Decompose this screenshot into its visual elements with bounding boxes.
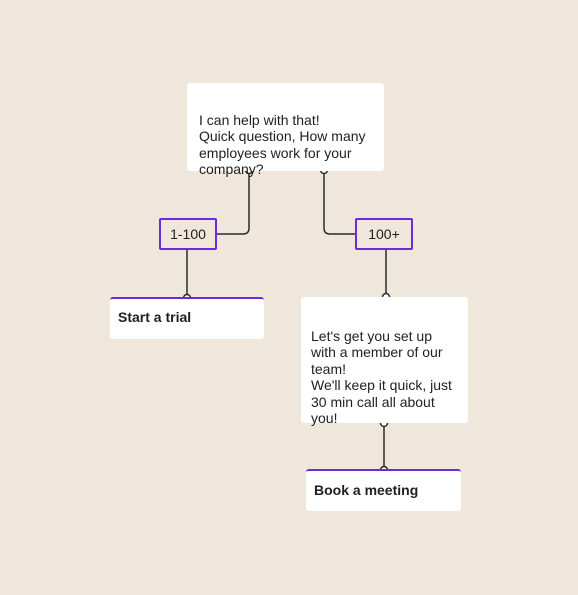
start-trial-action-card[interactable]: Start a trial xyxy=(110,297,264,339)
connector-question-to-100-plus xyxy=(323,170,355,235)
sales-message-text: Let's get you set up with a member of ou… xyxy=(311,327,452,427)
option-100-plus-button[interactable]: 100+ xyxy=(355,218,413,250)
option-1-100-button[interactable]: 1-100 xyxy=(159,218,217,250)
sales-message-card[interactable]: Let's get you set up with a member of ou… xyxy=(301,297,468,426)
question-message-card[interactable]: I can help with that! Quick question, Ho… xyxy=(187,83,384,177)
question-message-text: I can help with that! Quick question, Ho… xyxy=(199,111,366,178)
book-meeting-action-card[interactable]: Book a meeting xyxy=(306,469,461,511)
option-1-100-label: 1-100 xyxy=(170,226,206,242)
connector-question-to-1-100 xyxy=(217,170,250,235)
book-meeting-label: Book a meeting xyxy=(314,482,419,498)
start-trial-label: Start a trial xyxy=(118,309,192,325)
option-100-plus-label: 100+ xyxy=(368,226,400,242)
